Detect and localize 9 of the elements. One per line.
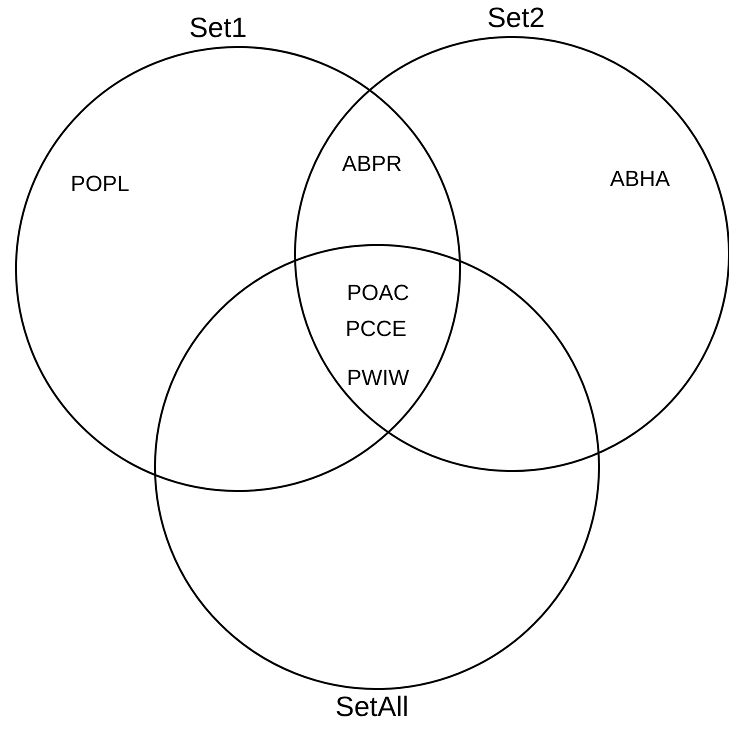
set-label: Set2 — [487, 3, 545, 33]
set-label: Set1 — [189, 13, 247, 43]
set-label: SetAll — [335, 692, 409, 722]
set-member-label: ABPR — [342, 152, 402, 176]
set-member-label: ABHA — [610, 167, 670, 191]
set-member-label: POAC — [346, 281, 410, 305]
set-member-label: PCCE — [345, 317, 407, 341]
set-member-label: PWIW — [346, 366, 410, 390]
set-member-label: POPL — [70, 172, 130, 196]
